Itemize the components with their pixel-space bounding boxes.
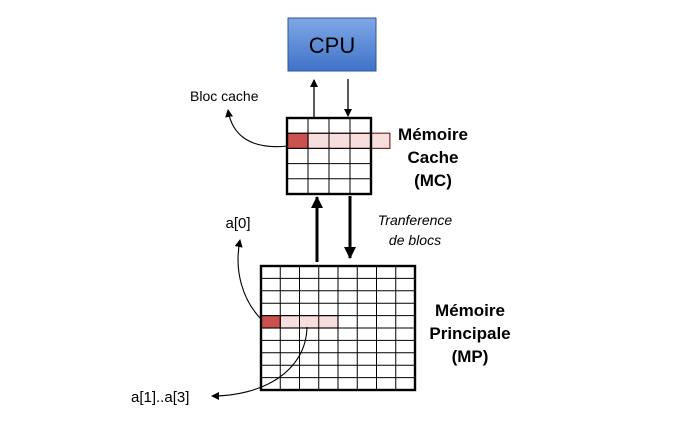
mp-title-line3: (MP)	[452, 347, 489, 366]
cache-border	[285, 116, 373, 196]
bloc-cache-label: Bloc cache	[190, 88, 259, 104]
main-memory-grid	[259, 264, 417, 392]
cache-title-line3: (MC)	[414, 171, 452, 190]
a0-pointer	[234, 239, 263, 321]
mp-block-rest	[279, 315, 339, 329]
cache-title-line1: Mémoire	[398, 125, 468, 144]
cpu-box: CPU	[287, 17, 377, 72]
transfer-label-line2: de blocs	[389, 232, 441, 248]
mp-title-line2: Principale	[429, 324, 510, 343]
mp-block-first-cell	[260, 315, 281, 329]
cache-memory-grid	[285, 116, 391, 196]
mp-title-line1: Mémoire	[435, 301, 505, 320]
bloc-cache-pointer	[225, 109, 289, 148]
transfer-label-line1: Tranference	[378, 212, 453, 228]
a1-a3-label: a[1]..a[3]	[131, 389, 189, 406]
cache-title-line2: Cache	[407, 148, 458, 167]
mp-border	[259, 264, 417, 392]
a1-a3-pointer	[211, 326, 308, 400]
cpu-label: CPU	[309, 33, 355, 58]
cache-block-first-cell	[286, 132, 309, 149]
a0-label: a[0]	[225, 215, 250, 232]
cache-block-rest	[307, 132, 391, 149]
